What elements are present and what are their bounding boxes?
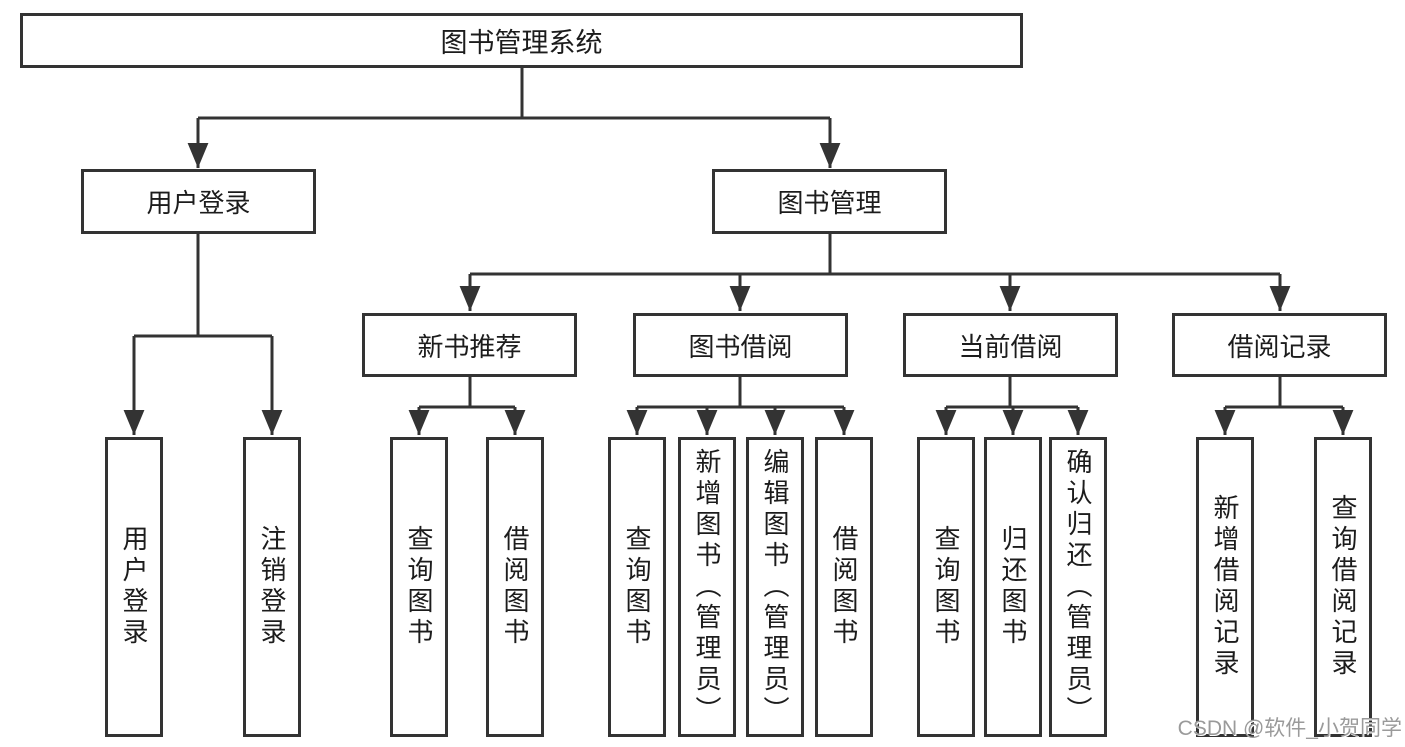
- leaf-return-book: 归还图书: [984, 437, 1042, 737]
- leaf-query-book-2: 查询图书: [608, 437, 666, 737]
- leaf-borrow-book-1: 借阅图书: [486, 437, 544, 737]
- leaf-edit-book-admin: 编辑图书（管理员）: [746, 437, 804, 737]
- node-user-login: 用户登录: [81, 169, 316, 234]
- leaf-logout: 注销登录: [243, 437, 301, 737]
- connector-book-mgmt-children: [459, 234, 1291, 311]
- leaf-query-book-3: 查询图书: [917, 437, 975, 737]
- leaf-borrow-book-2: 借阅图书: [815, 437, 873, 737]
- csdn-watermark: CSDN @软件_小贺同学: [1177, 717, 1402, 740]
- connector-book-borrow-children: [626, 377, 855, 435]
- connector-current-borrow-children: [935, 377, 1089, 435]
- leaf-user-login: 用户登录: [105, 437, 163, 737]
- node-new-book-recommend: 新书推荐: [362, 313, 577, 377]
- connector-borrow-record-children: [1214, 377, 1354, 435]
- leaf-query-borrow-record: 查询借阅记录: [1314, 437, 1372, 737]
- node-book-borrow: 图书借阅: [633, 313, 848, 377]
- node-library-management-system: 图书管理系统: [20, 13, 1023, 68]
- connector-root-to-level2: [187, 68, 841, 168]
- leaf-add-borrow-record: 新增借阅记录: [1196, 437, 1254, 737]
- leaf-confirm-return-admin: 确认归还（管理员）: [1049, 437, 1107, 737]
- node-borrow-record: 借阅记录: [1172, 313, 1387, 377]
- connector-new-book-children: [408, 377, 526, 435]
- node-current-borrow: 当前借阅: [903, 313, 1118, 377]
- leaf-query-book-1: 查询图书: [390, 437, 448, 737]
- leaf-add-book-admin: 新增图书（管理员）: [678, 437, 736, 737]
- node-book-management: 图书管理: [712, 169, 947, 234]
- connector-user-login-children: [123, 234, 283, 435]
